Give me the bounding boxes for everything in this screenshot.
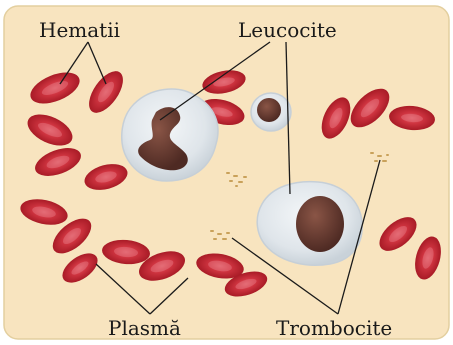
neutrophil [122, 89, 218, 181]
nucleus [257, 98, 281, 122]
nucleus [296, 196, 344, 252]
plasma-label: Plasmă [108, 318, 181, 338]
monocyte [257, 182, 362, 266]
trombocite-label: Trombocite [276, 318, 392, 338]
hematii-label: Hematii [39, 20, 120, 40]
lymphocyte-small [251, 93, 291, 131]
leucocite-label: Leucocite [238, 20, 337, 40]
